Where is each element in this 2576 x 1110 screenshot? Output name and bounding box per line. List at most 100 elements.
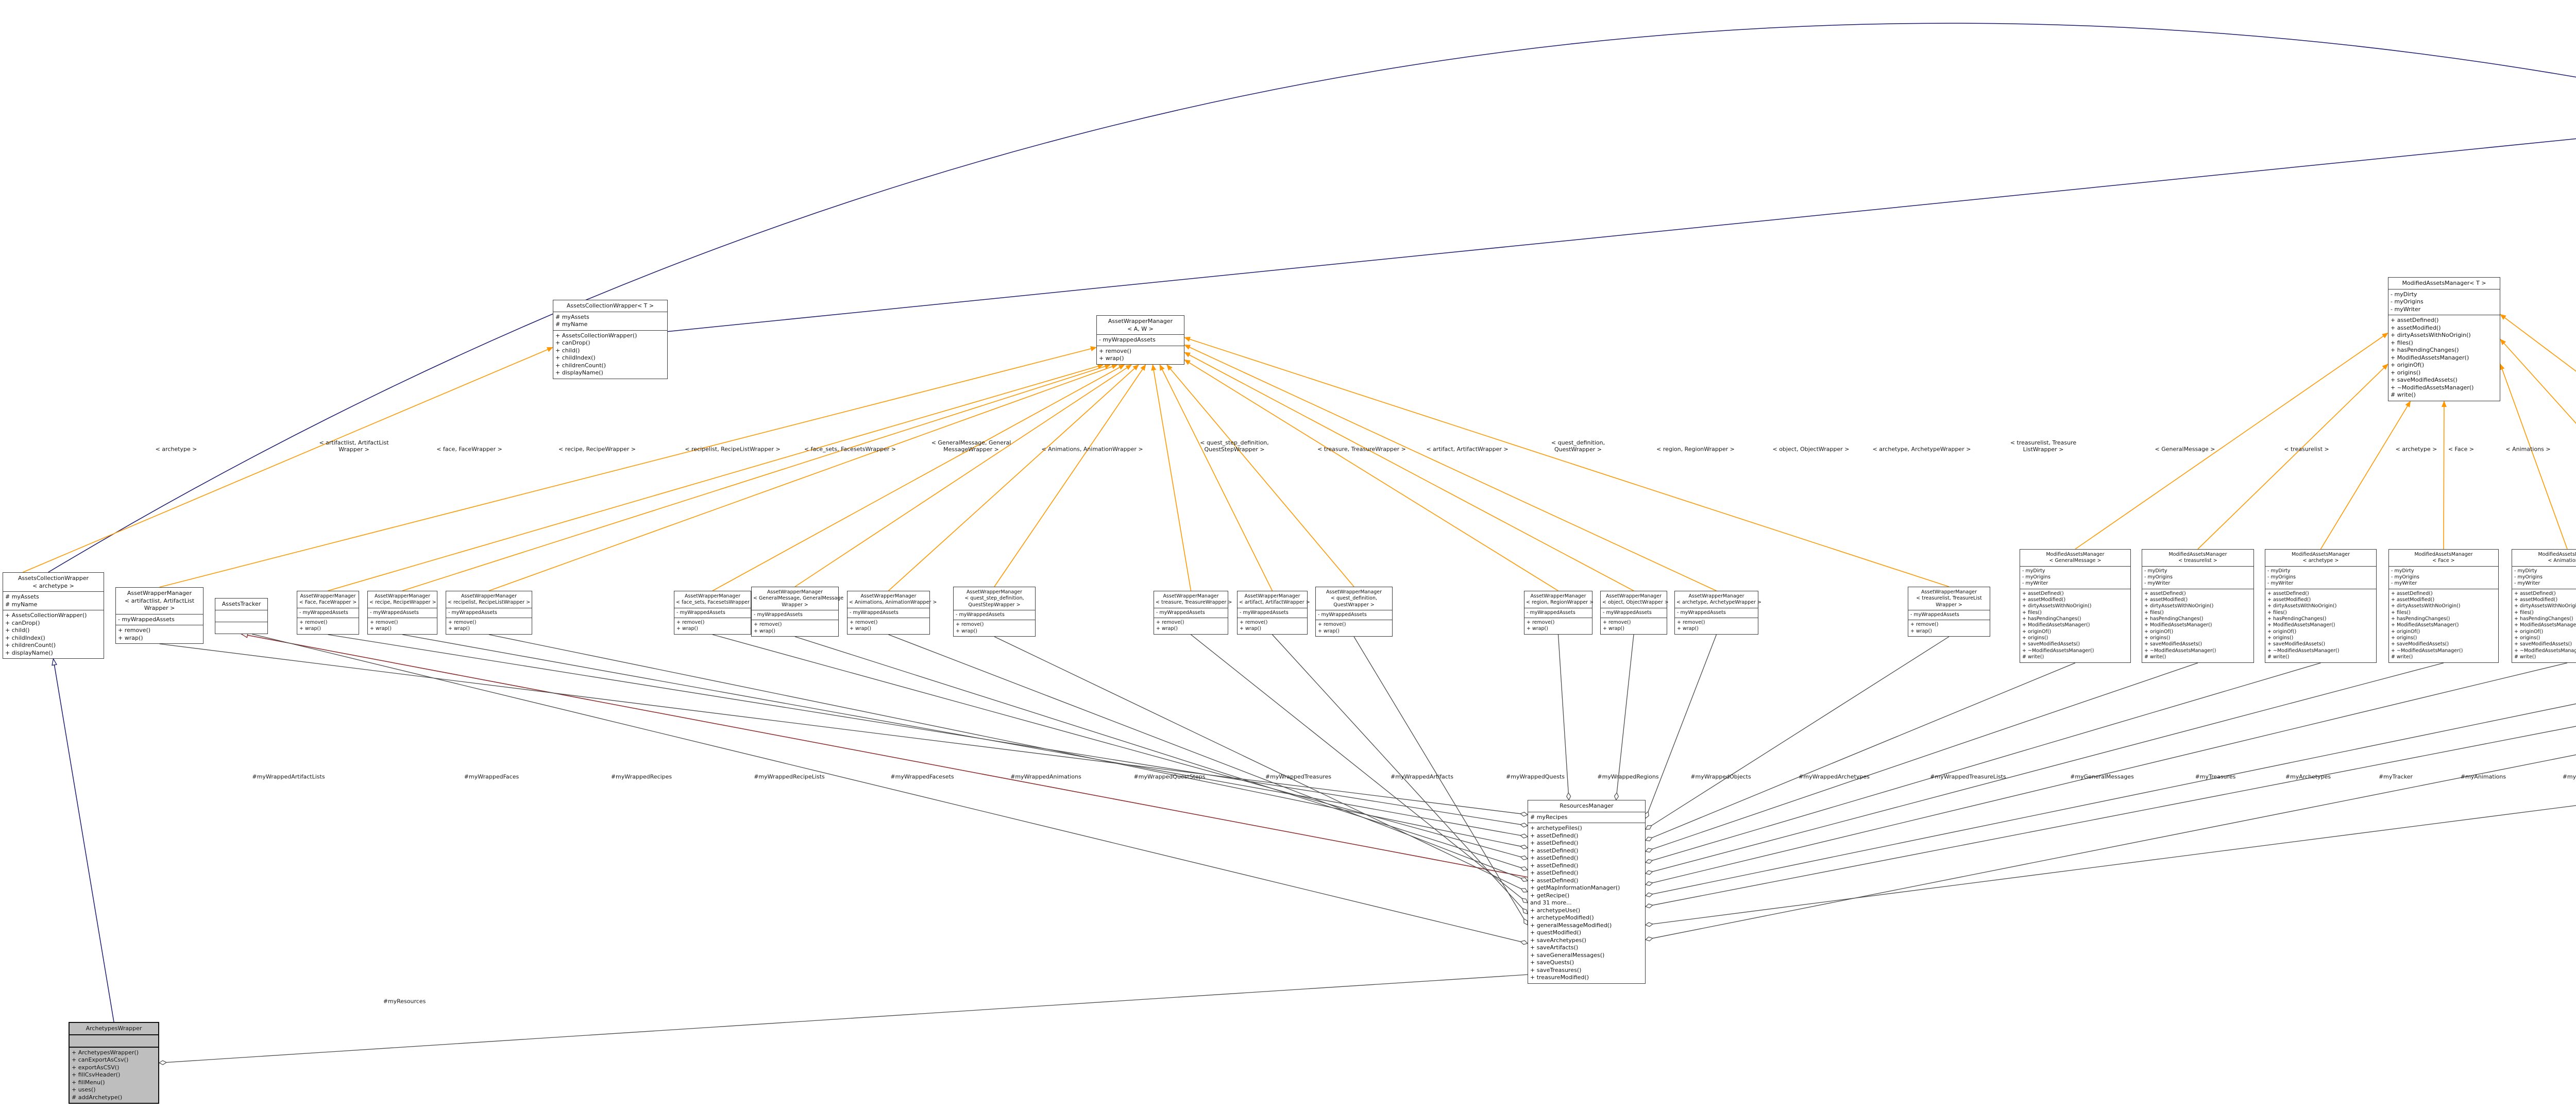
class-box-mod_animations[interactable]: ModifiedAssetsManager< Animations >- myD… (2512, 549, 2576, 663)
relation-edge-tpl (1159, 364, 1273, 591)
member-line: - myWrappedAssets (1677, 609, 1726, 616)
class-title: AssetWrapperManager< archetype, Archetyp… (1675, 591, 1761, 608)
member-line: - myWrappedAssets (956, 612, 1005, 618)
relation-edge-agg (888, 634, 1528, 881)
edge-label: #myWrappedObjects (1690, 773, 1751, 780)
member-line: + wrap() (1910, 628, 1932, 634)
member-line: + originOf() (2144, 628, 2174, 635)
class-box-awm_questdef[interactable]: AssetWrapperManager< quest_definition,Qu… (1315, 587, 1393, 637)
class-box-acw_t[interactable]: AssetsCollectionWrapper< T ># myAssets# … (553, 300, 668, 379)
member-line: + saveModifiedAssets() (2144, 641, 2202, 647)
member-line: and 31 more... (1530, 899, 1572, 907)
class-box-assets_tracker[interactable]: AssetsTracker (215, 598, 268, 634)
member-line: + hasPendingChanges() (2391, 347, 2459, 354)
member-line: - myWrappedAssets (676, 609, 725, 616)
member-line: + files() (2514, 609, 2534, 616)
class-box-awm_recipe[interactable]: AssetWrapperManager< recipe, RecipeWrapp… (367, 591, 437, 635)
class-box-awm_treasurelist[interactable]: AssetWrapperManager< treasurelist, Treas… (1908, 587, 1990, 637)
class-box-awm_object[interactable]: AssetWrapperManager< object, ObjectWrapp… (1600, 591, 1669, 635)
relation-edge-agg (1646, 703, 2576, 896)
member-line: + ~ModifiedAssetsManager() (2022, 647, 2094, 654)
member-line: + wrap() (1099, 355, 1124, 362)
relation-edge-tpl (328, 364, 1104, 591)
class-box-awm_treasure[interactable]: AssetWrapperManager< treasure, TreasureW… (1154, 591, 1232, 635)
member-line: + child() (555, 347, 580, 354)
class-box-acw_archetype[interactable]: AssetsCollectionWrapper< archetype ># my… (3, 572, 104, 659)
member-line: + wrap() (956, 628, 977, 634)
edge-label: #myWrappedQuestSteps (1133, 773, 1206, 780)
edge-label: < treasurelist > (2284, 446, 2329, 453)
member-line: + saveArtifacts() (1530, 944, 1579, 951)
class-box-mod_generalmessage[interactable]: ModifiedAssetsManager< GeneralMessage >-… (2020, 549, 2131, 663)
member-line: + remove() (1677, 620, 1705, 626)
class-title: ModifiedAssetsManager< Animations > (2512, 550, 2576, 567)
member-line: + generalMessageModified() (1530, 921, 1612, 929)
class-box-mod_face[interactable]: ModifiedAssetsManager< Face >- myDirty- … (2388, 549, 2499, 663)
relation-edge-inh (667, 138, 2576, 332)
class-title: ModifiedAssetsManager< archetype > (2265, 550, 2376, 567)
member-line: + getMapInformationManager() (1530, 884, 1620, 892)
member-line: + child() (5, 627, 30, 634)
class-box-awm_facesets[interactable]: AssetWrapperManager< face_sets, Facesets… (674, 591, 755, 635)
class-box-awm_queststep[interactable]: AssetWrapperManager< quest_step_definiti… (953, 587, 1036, 637)
relation-edge-agg (712, 634, 1528, 859)
edge-label: < region, RegionWrapper > (1656, 446, 1735, 453)
edge-label: #myWrappedRecipes (611, 773, 672, 780)
member-line: + saveQuests() (1530, 959, 1574, 966)
member-line: + assetModified() (2514, 597, 2558, 603)
member-line: + saveModifiedAssets() (2514, 641, 2572, 647)
relation-edge-tpl (1151, 364, 1192, 591)
relation-edge-agg (1616, 634, 1634, 800)
class-box-awm_archetype[interactable]: AssetWrapperManager< archetype, Archetyp… (1674, 591, 1761, 635)
member-line: + ~ModifiedAssetsManager() (2144, 647, 2216, 654)
relation-edge-tpl (888, 364, 1139, 591)
class-box-awm_recipelist[interactable]: AssetWrapperManager< recipelist, RecipeL… (446, 591, 532, 635)
member-line: + saveTreasures() (1530, 966, 1582, 974)
class-title: AssetsCollectionWrapper< T > (553, 300, 667, 312)
class-box-mod_archetype[interactable]: ModifiedAssetsManager< archetype >- myDi… (2265, 549, 2377, 663)
edge-label: #myWrappedRegions (1597, 773, 1659, 780)
class-box-awm_region[interactable]: AssetWrapperManager< region, RegionWrapp… (1524, 591, 1594, 635)
class-box-resources_manager[interactable]: ResourcesManager# myRecipes+ archetypeFi… (1528, 800, 1646, 984)
member-line: + ModifiedAssetsManager() (2514, 622, 2576, 628)
class-box-awm_generalmessage[interactable]: AssetWrapperManager< GeneralMessage, Gen… (751, 587, 843, 637)
class-title: ModifiedAssetsManager< T > (2388, 278, 2500, 289)
member-line: + wrap() (370, 626, 392, 632)
class-title: AssetWrapperManager< artifactlist, Artif… (116, 588, 203, 614)
edge-label: #myWrappedArtifacts (1391, 773, 1453, 780)
class-box-awm_face[interactable]: AssetWrapperManager< Face, FaceWrapper >… (297, 591, 359, 635)
edge-label: < Animations, AnimationWrapper > (1041, 446, 1143, 453)
member-line: - myWriter (2391, 580, 2417, 587)
member-line: + archetypeFiles() (1530, 825, 1582, 832)
relation-edge-agg (251, 634, 1528, 943)
edge-label: < archetype > (2395, 446, 2437, 453)
class-title: AssetWrapperManager< artifact, ArtifactW… (1238, 591, 1310, 608)
class-box-modified_t[interactable]: ModifiedAssetsManager< T >- myDirty- myO… (2388, 277, 2500, 401)
class-box-awm_artifact[interactable]: AssetWrapperManager< artifact, ArtifactW… (1237, 591, 1310, 635)
member-line: - myDirty (2144, 568, 2167, 574)
member-line: # myName (5, 601, 38, 608)
class-box-awm_artifactlist[interactable]: AssetWrapperManager< artifactlist, Artif… (115, 587, 204, 644)
member-line: + origins() (2267, 635, 2294, 641)
member-line: + assetDefined() (2267, 590, 2309, 596)
member-line: + archetypeModified() (1530, 914, 1594, 921)
member-line: + hasPendingChanges() (2267, 616, 2327, 622)
member-line: + ModifiedAssetsManager() (2391, 622, 2459, 628)
class-box-archetypes_wrapper[interactable]: ArchetypesWrapper+ ArchetypesWrapper()+ … (69, 1022, 159, 1104)
member-line: + ~ModifiedAssetsManager() (2391, 384, 2474, 391)
class-box-awm_animations[interactable]: AssetWrapperManager< Animations, Animati… (847, 591, 937, 635)
member-line: + remove() (1318, 622, 1346, 628)
relation-edge-agg (1646, 805, 2576, 925)
member-line: # write() (2144, 654, 2166, 660)
member-line: + displayName() (5, 649, 53, 656)
relation-edge-tpl (1184, 352, 1634, 591)
member-line: + canExportAsCsv() (72, 1056, 129, 1064)
class-title: AssetWrapperManager< GeneralMessage, Gen… (752, 587, 843, 611)
member-line: + dirtyAssetsWithNoOrigin() (2267, 603, 2337, 609)
member-line: - myWrappedAssets (1910, 612, 1959, 618)
class-box-awm_hub[interactable]: AssetWrapperManager< A, W >- myWrappedAs… (1096, 315, 1184, 365)
edge-label: #myArchetypes (2285, 773, 2331, 780)
class-box-mod_treasurelist[interactable]: ModifiedAssetsManager< treasurelist >- m… (2142, 549, 2254, 663)
member-line: + wrap() (1677, 626, 1699, 632)
member-line: + origins() (2391, 635, 2417, 641)
